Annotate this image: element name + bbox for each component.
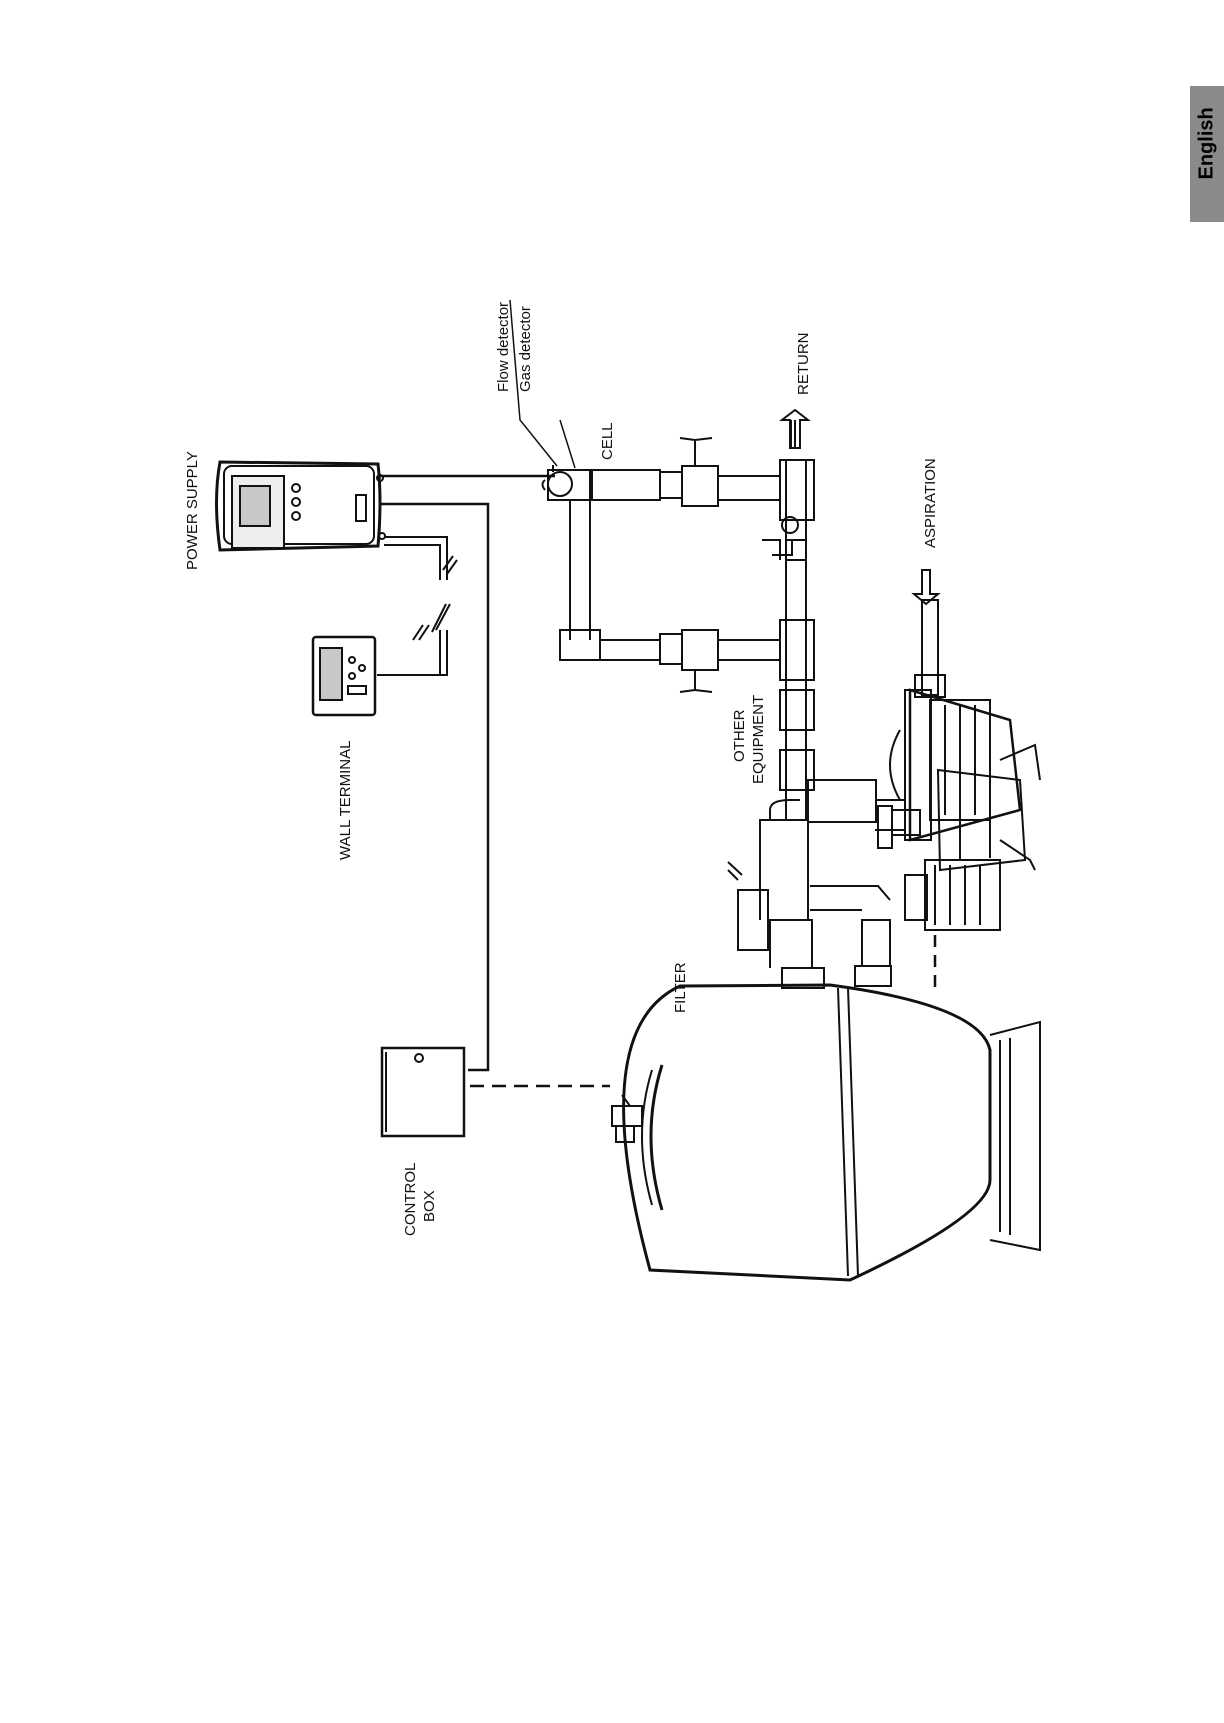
label-control-box-line2: BOX [421,1190,438,1222]
label-aspiration: ASPIRATION [922,458,939,548]
label-wall-terminal: WALL TERMINAL [337,741,354,860]
control-box-unit [382,1048,464,1136]
filter-tank [612,985,1040,1280]
label-flow-detector: Flow detector [495,302,512,392]
label-other-equipment-line1: OTHER [731,709,748,762]
label-return: RETURN [795,333,812,396]
aspiration-arrow [914,570,938,604]
label-power-supply: POWER SUPPLY [184,451,201,570]
label-filter: FILTER [672,962,689,1013]
label-other-equipment-line2: EQUIPMENT [750,695,767,784]
cell-return-pipe [560,500,780,692]
label-cell: CELL [599,422,616,460]
filter-pipework [728,780,920,988]
cable-terminal-to-supply [377,537,457,675]
power-supply-unit [217,462,386,550]
language-tab-label: English [1196,116,1219,180]
wall-terminal-unit [313,637,375,715]
label-control-box-line1: CONTROL [402,1163,419,1236]
pump [875,600,1040,990]
label-gas-detector: Gas detector [517,306,534,392]
return-arrow [782,410,808,448]
